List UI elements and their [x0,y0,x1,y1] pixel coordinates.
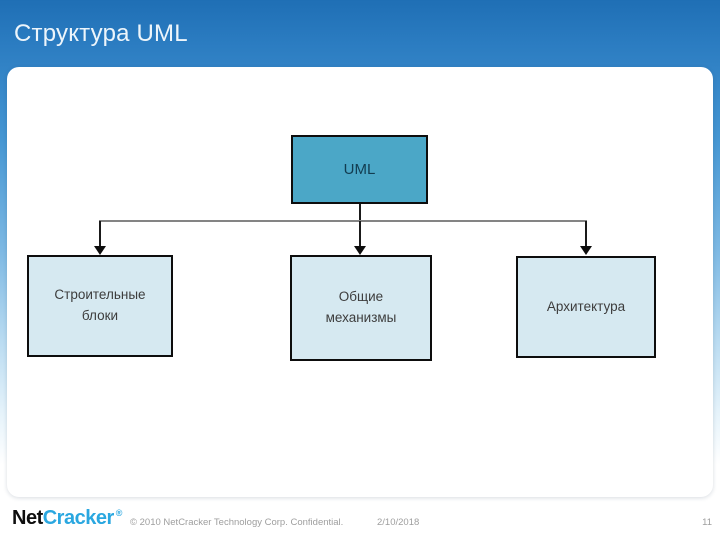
registered-trademark-icon: ® [115,508,123,519]
logo-part-cracker: Cracker [42,507,115,529]
connector-stem [359,204,361,222]
page-number: 11 [702,517,712,528]
diagram-box-architecture: Архитектура [516,256,656,358]
slide-date: 2/10/2018 [377,517,420,528]
diagram-root-box-uml: UML [291,135,428,204]
connector-drop-middle [359,221,361,247]
netcracker-logo: NetCracker® [12,507,122,530]
diagram-box-building-blocks: Строительные блоки [27,255,173,357]
arrow-down-icon [354,246,366,255]
arrow-down-icon [94,246,106,255]
slide-title: Структура UML [14,20,188,47]
copyright-text: © 2010 NetCracker Technology Corp. Confi… [130,517,344,528]
connector-rail [99,220,587,222]
diagram-box-common-mechanisms: Общие механизмы [290,255,432,361]
arrow-down-icon [580,246,592,255]
connector-drop-right [585,221,587,247]
logo-part-net: Net [12,507,43,529]
connector-drop-left [99,221,101,247]
